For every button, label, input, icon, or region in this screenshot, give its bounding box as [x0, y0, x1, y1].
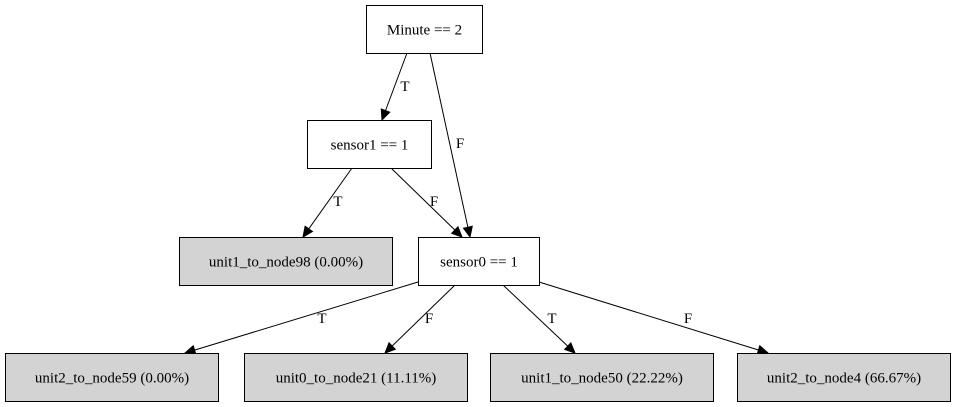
edge-line	[308, 167, 353, 230]
node-label: sensor1 == 1	[331, 138, 409, 154]
tree-edge: T	[380, 52, 410, 122]
arrowhead-icon	[302, 225, 314, 238]
arrowhead-icon	[563, 341, 576, 354]
edge-label: T	[400, 79, 409, 95]
arrowhead-icon	[450, 225, 463, 238]
decision-node: Minute == 2	[366, 5, 483, 54]
arrowhead-icon	[384, 341, 397, 354]
edge-label: F	[456, 136, 464, 152]
leaf-node: unit0_to_node21 (11.11%)	[244, 353, 468, 402]
node-label: unit0_to_node21 (11.11%)	[276, 371, 437, 387]
edge-line	[390, 167, 456, 231]
tree-edge: T	[183, 281, 419, 355]
decision-box	[307, 120, 432, 169]
leaf-box	[179, 237, 393, 286]
node-label: unit1_to_node98 (0.00%)	[209, 255, 363, 271]
leaf-node: unit1_to_node98 (0.00%)	[179, 237, 393, 286]
edge-line	[391, 284, 456, 347]
edge-line	[538, 281, 759, 351]
node-label: unit2_to_node59 (0.00%)	[35, 371, 189, 387]
leaf-node: unit1_to_node50 (22.22%)	[490, 353, 714, 402]
node-label: sensor0 == 1	[440, 255, 518, 271]
nodes-layer: Minute == 2 sensor1 == 1 unit1_to_node98 (…	[5, 5, 951, 402]
decision-node: sensor1 == 1	[307, 120, 432, 169]
decision-box	[418, 237, 540, 286]
edge-label: T	[317, 311, 326, 327]
edge-label: F	[430, 194, 438, 210]
tree-edge: F	[384, 284, 456, 354]
edge-line	[385, 52, 408, 111]
edge-line	[429, 52, 469, 228]
tree-edge: F	[429, 52, 473, 239]
leaf-box	[5, 353, 219, 402]
edge-line	[194, 281, 419, 351]
node-label: unit1_to_node50 (22.22%)	[521, 371, 683, 387]
tree-edge: T	[302, 167, 353, 238]
node-label: unit2_to_node4 (66.67%)	[767, 371, 921, 387]
tree-edge: T	[502, 284, 576, 354]
edge-label: F	[684, 311, 692, 327]
decision-box	[366, 5, 483, 54]
tree-edge: F	[390, 167, 463, 238]
tree-edge: F	[538, 281, 770, 355]
edge-label: F	[425, 311, 433, 327]
edge-label: T	[333, 194, 342, 210]
leaf-node: unit2_to_node59 (0.00%)	[5, 353, 219, 402]
leaf-box	[490, 353, 714, 402]
leaf-node: unit2_to_node4 (66.67%)	[737, 353, 951, 402]
node-label: Minute == 2	[387, 23, 462, 39]
leaf-box	[244, 353, 468, 402]
leaf-box	[737, 353, 951, 402]
decision-node: sensor0 == 1	[418, 237, 540, 286]
edge-label: T	[547, 311, 556, 327]
arrowhead-icon	[462, 225, 473, 239]
edges-layer: T F T F T F T F	[183, 52, 770, 355]
edge-line	[502, 284, 569, 347]
arrowhead-icon	[380, 108, 391, 122]
